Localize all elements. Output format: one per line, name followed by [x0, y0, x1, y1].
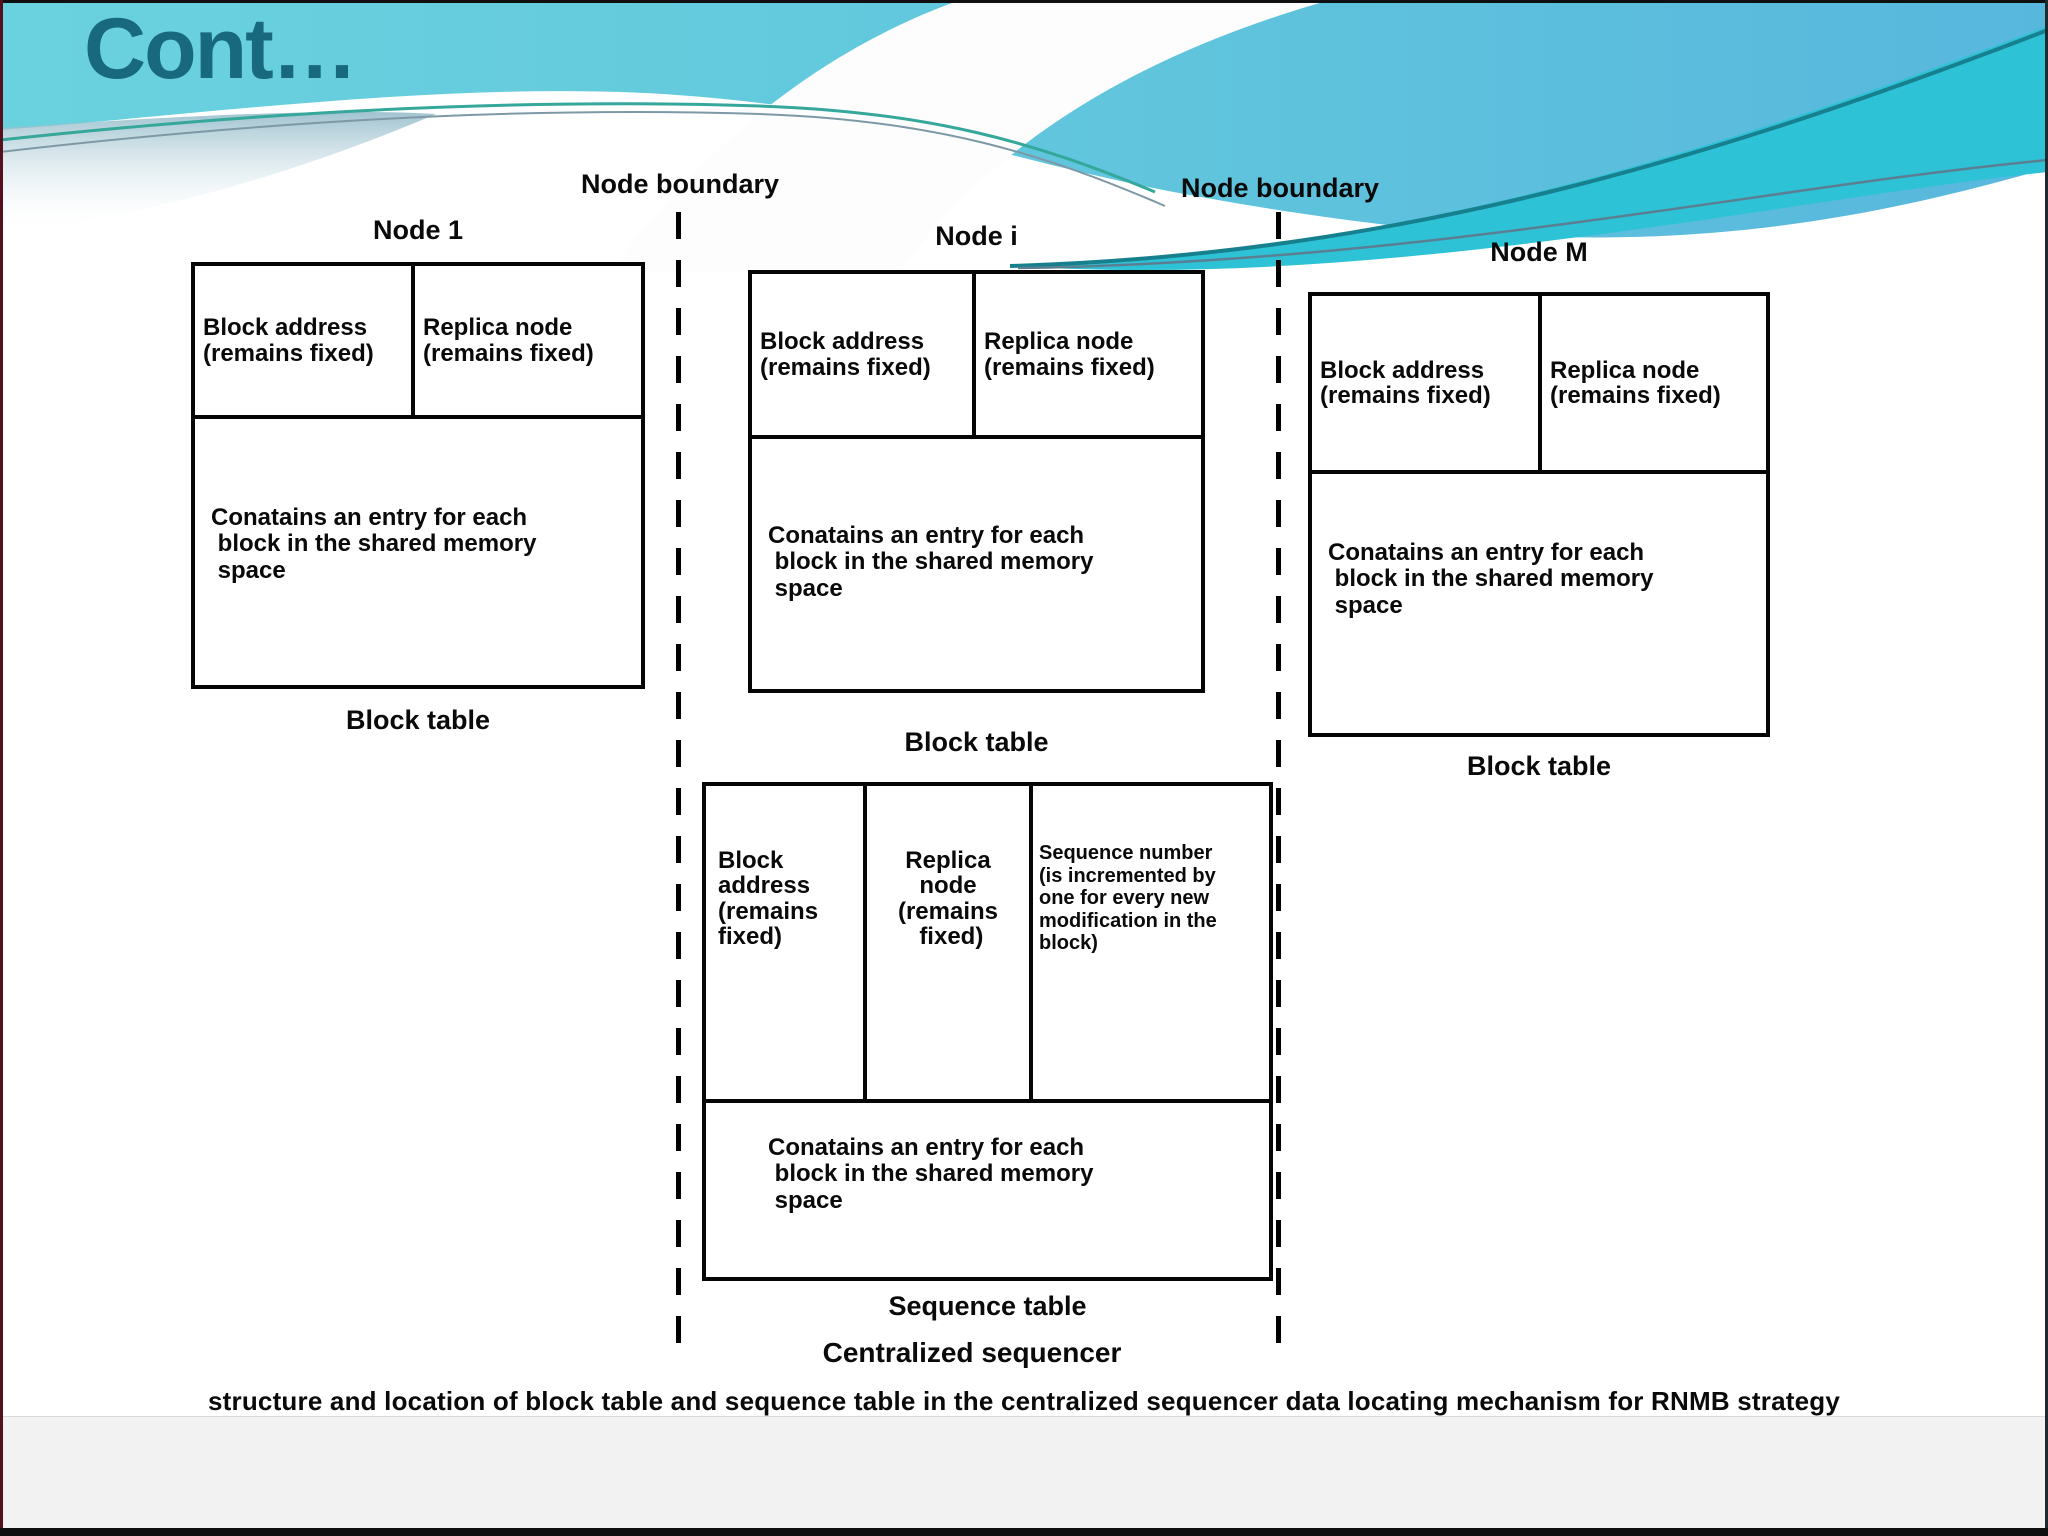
- slide-footer-margin: [0, 1416, 2048, 1536]
- seq-block-address-cell: Block address (remains fixed): [706, 786, 867, 1099]
- node1-header-row: Block address (remains fixed) Replica no…: [195, 266, 641, 419]
- frame-top-edge: [0, 0, 2048, 3]
- figure-caption: structure and location of block table an…: [208, 1386, 1840, 1416]
- frame-right-edge: [2045, 0, 2048, 1536]
- frame-bottom-edge: [0, 1528, 2048, 1536]
- nodei-replica-node-cell: Replica node (remains fixed): [984, 328, 1155, 381]
- nodem-table-label: Block table: [1466, 751, 1612, 781]
- node1-block-address-cell: Block address (remains fixed): [195, 266, 415, 415]
- nodem-block-table: Block address (remains fixed) Replica no…: [1308, 292, 1770, 737]
- header-wave-graphic: [0, 0, 2048, 272]
- nodei-header-row: Block address (remains fixed) Replica no…: [752, 274, 1201, 439]
- nodem-title: Node M: [1490, 237, 1588, 267]
- node1-table-label: Block table: [345, 705, 491, 735]
- nodei-body-cell: Conatains an entry for each block in the…: [768, 522, 1094, 602]
- seq-sequence-number-cell: Sequence number (is incremented by one f…: [1039, 842, 1217, 955]
- frame-left-edge: [0, 0, 3, 1536]
- nodem-replica-node-cell: Replica node (remains fixed): [1550, 356, 1721, 409]
- node1-title: Node 1: [372, 215, 464, 245]
- node1-body-cell: Conatains an entry for each block in the…: [211, 504, 537, 584]
- nodei-title: Node i: [935, 221, 1018, 251]
- node-boundary-label-2: Node boundary: [1180, 173, 1379, 203]
- slide-title: Cont…: [84, 1, 358, 97]
- seq-replica-node-cell: Replica node (remains fixed): [867, 786, 1033, 1099]
- seq-body-cell: Conatains an entry for each block in the…: [768, 1134, 1094, 1214]
- node1-block-table: Block address (remains fixed) Replica no…: [191, 262, 645, 689]
- nodem-block-address-cell: Block address (remains fixed): [1312, 296, 1542, 470]
- centralized-sequencer-label: Centralized sequencer: [822, 1337, 1122, 1368]
- nodei-table-label: Block table: [904, 727, 1049, 757]
- nodem-header-row: Block address (remains fixed) Replica no…: [1312, 296, 1766, 474]
- sequence-table-label: Sequence table: [888, 1291, 1087, 1321]
- node-boundary-line-1: [676, 212, 681, 1345]
- node-boundary-label-1: Node boundary: [580, 169, 779, 199]
- sequence-header-row: Block address (remains fixed) Replica no…: [706, 786, 1269, 1103]
- nodem-body-cell: Conatains an entry for each block in the…: [1328, 539, 1654, 619]
- sequence-table: Block address (remains fixed) Replica no…: [702, 782, 1273, 1281]
- nodei-block-table: Block address (remains fixed) Replica no…: [748, 270, 1205, 693]
- nodei-block-address-cell: Block address (remains fixed): [752, 274, 976, 435]
- node-boundary-line-2: [1276, 212, 1281, 1345]
- node1-replica-node-cell: Replica node (remains fixed): [423, 314, 594, 367]
